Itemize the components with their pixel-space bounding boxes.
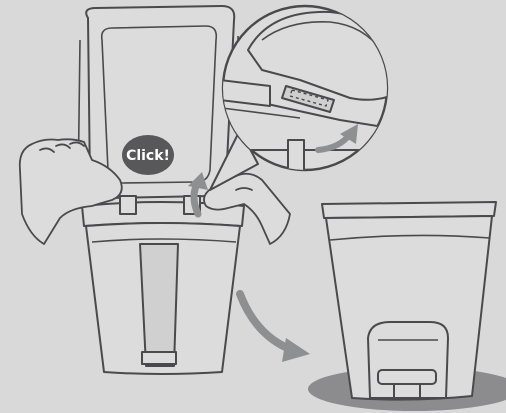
- click-label: Click!: [126, 148, 170, 164]
- bin-channel: [140, 244, 178, 366]
- foot-pedal: [378, 370, 436, 384]
- hinge-tab-left: [120, 196, 136, 214]
- click-callout: Click!: [122, 135, 174, 175]
- bin-foot: [142, 352, 176, 364]
